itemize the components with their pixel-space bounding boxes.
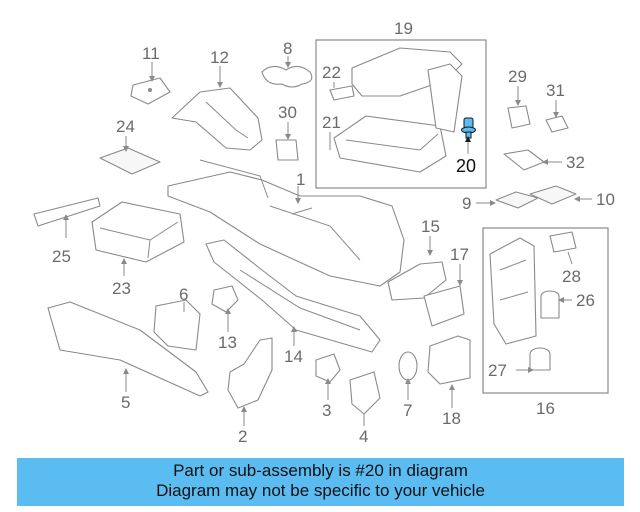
banner-line-1: Part or sub-assembly is #20 in diagram <box>173 461 468 480</box>
part-13-clip[interactable] <box>211 285 239 313</box>
banner-line-2: Diagram may not be specific to your vehi… <box>156 481 485 500</box>
callout-26: 26 <box>576 291 595 310</box>
part-17-bracket[interactable] <box>423 285 465 327</box>
part-21-armrest-bin[interactable] <box>333 115 447 173</box>
part-18-pocket[interactable] <box>427 335 471 385</box>
info-banner: Part or sub-assembly is #20 in diagram D… <box>17 458 624 506</box>
callout-labels: 1 2 3 4 5 6 7 8 9 10 11 12 13 14 15 16 1… <box>52 19 615 446</box>
armrest-group-box <box>315 39 487 189</box>
callout-19: 19 <box>394 19 413 38</box>
callout-13: 13 <box>218 333 237 352</box>
callout-16: 16 <box>536 399 555 418</box>
callout-4: 4 <box>359 427 368 446</box>
part-11-pad[interactable] <box>130 77 171 105</box>
callout-8: 8 <box>283 39 292 58</box>
part-1-console[interactable] <box>167 159 405 287</box>
part-5-side-panel[interactable] <box>47 301 209 397</box>
part-22-bracket[interactable] <box>329 85 355 101</box>
callout-12: 12 <box>210 48 229 67</box>
callout-25: 25 <box>52 247 71 266</box>
callout-24: 24 <box>116 117 135 136</box>
callout-3: 3 <box>322 401 331 420</box>
part-28-switch[interactable] <box>549 231 577 253</box>
part-26-socket[interactable] <box>540 290 560 319</box>
part-14-base[interactable] <box>205 239 381 353</box>
callout-18: 18 <box>442 409 461 428</box>
part-31-pad[interactable] <box>545 115 569 133</box>
callout-22: 22 <box>322 63 341 82</box>
callout-32: 32 <box>566 153 585 172</box>
callout-20-highlighted: 20 <box>456 156 476 176</box>
part-32-bracket[interactable] <box>503 149 545 171</box>
part-30-clip[interactable] <box>275 139 299 161</box>
leader-lines <box>63 56 592 426</box>
callout-14: 14 <box>284 347 303 366</box>
callout-10: 10 <box>596 190 615 209</box>
part-6-bracket[interactable] <box>153 299 201 351</box>
callout-27: 27 <box>488 361 507 380</box>
part-8-mat[interactable] <box>261 65 313 88</box>
part-2-trim[interactable] <box>227 337 273 409</box>
part-7-cap[interactable] <box>398 351 418 381</box>
part-29-clip[interactable] <box>507 105 531 129</box>
callout-21: 21 <box>322 113 341 132</box>
callout-1: 1 <box>296 170 305 189</box>
callout-2: 2 <box>238 427 247 446</box>
part-23-tray[interactable] <box>91 201 185 263</box>
part-27-socket[interactable] <box>529 347 551 371</box>
callout-23: 23 <box>112 279 131 298</box>
part-10-pad[interactable] <box>529 185 577 205</box>
part-24-mat[interactable] <box>99 147 161 175</box>
part-4-bracket[interactable] <box>349 371 381 415</box>
shifter-trim-group-box <box>482 227 609 394</box>
callout-29: 29 <box>508 67 527 86</box>
part-25-trim[interactable] <box>33 197 101 227</box>
part-16-shifter-trim[interactable] <box>489 237 537 345</box>
part-12-bracket[interactable] <box>171 87 263 151</box>
part-3-clip[interactable] <box>315 353 341 383</box>
part-20-bolt-highlighted[interactable] <box>461 117 476 139</box>
callout-7: 7 <box>403 401 412 420</box>
callout-17: 17 <box>450 245 469 264</box>
callout-28: 28 <box>562 267 581 286</box>
callout-30: 30 <box>278 103 297 122</box>
callout-9: 9 <box>462 194 471 213</box>
callout-11: 11 <box>142 44 160 63</box>
callout-15: 15 <box>421 217 440 236</box>
armrest-hinge <box>427 63 463 133</box>
callout-6: 6 <box>179 285 188 304</box>
callout-5: 5 <box>121 393 130 412</box>
part-15-duct[interactable] <box>387 261 447 301</box>
callout-31: 31 <box>546 81 565 100</box>
